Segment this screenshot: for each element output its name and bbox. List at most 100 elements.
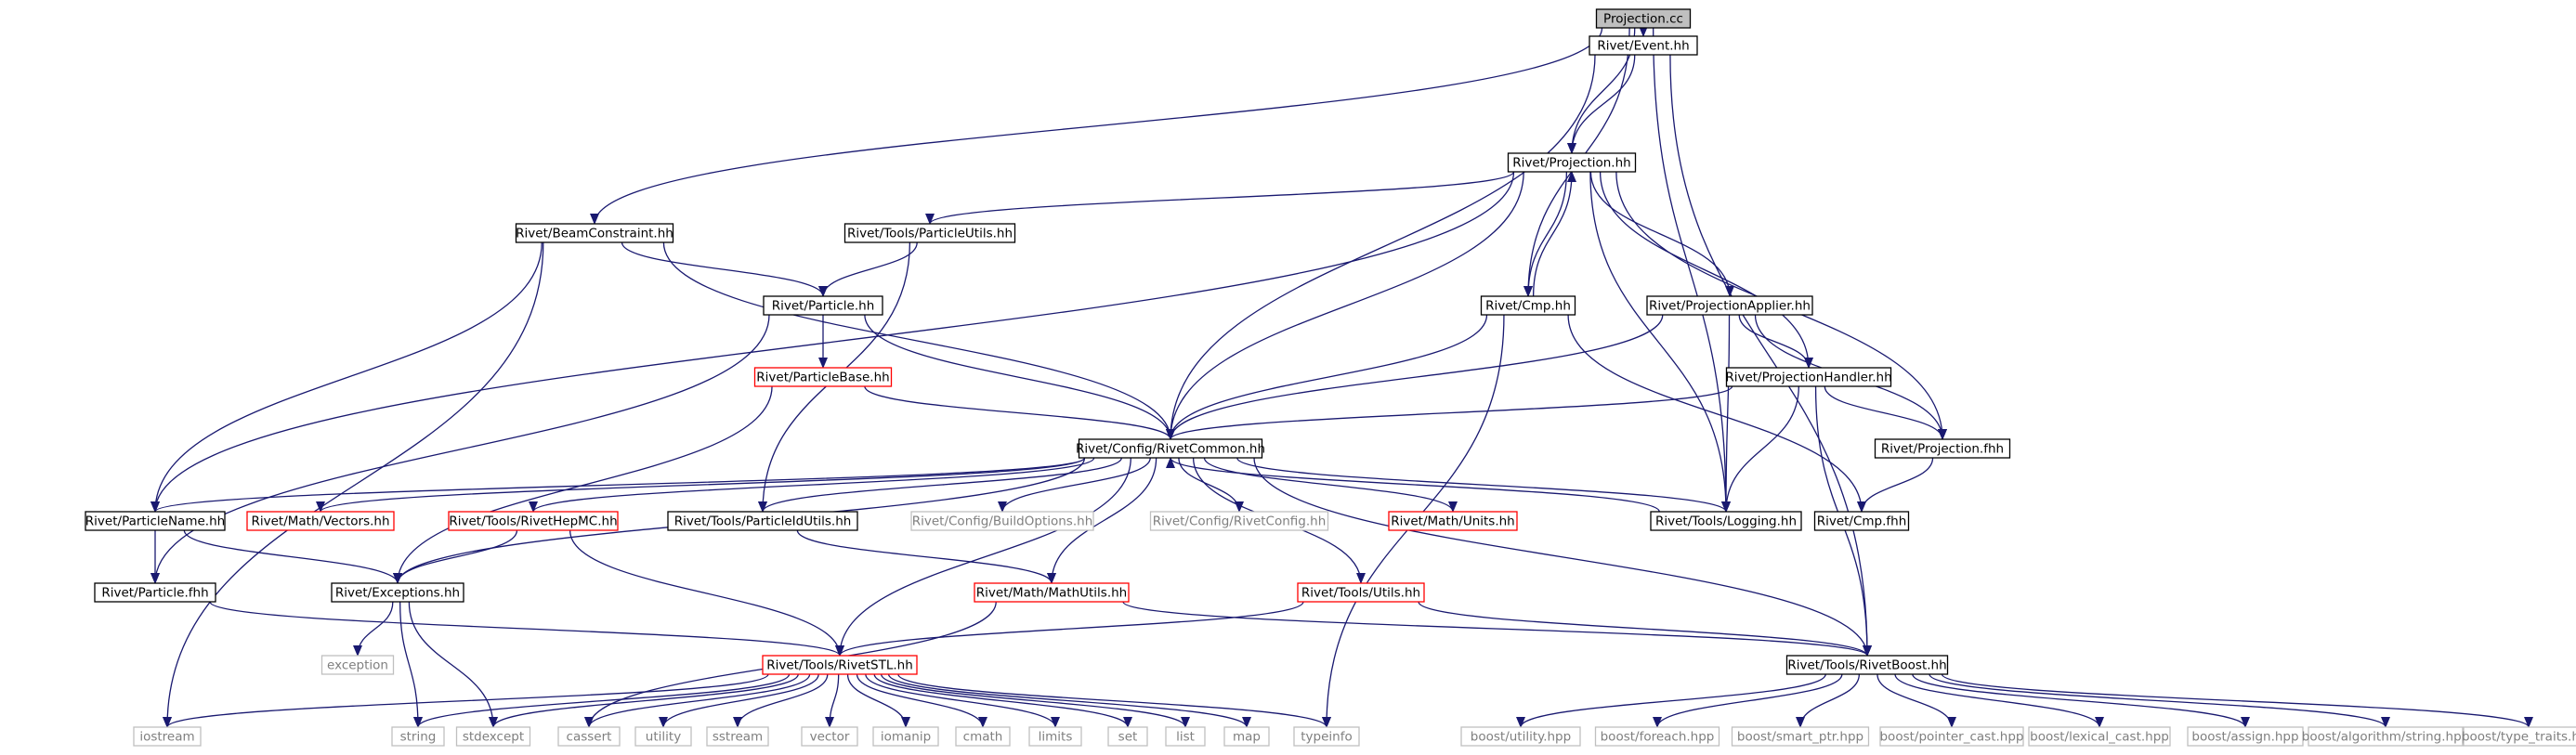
node-boost-utility: boost/utility.hpp <box>1460 726 1581 747</box>
node-label: map <box>1233 730 1261 745</box>
node-units-hh[interactable]: Rivet/Math/Units.hh <box>1388 511 1518 531</box>
node-box <box>762 655 918 675</box>
edge-rivethepmc_hh-to-exceptions_hh <box>393 529 518 584</box>
node-label: limits <box>1039 730 1073 745</box>
edge-cmp_hh-to-rivetcommon_hh <box>1166 314 1488 440</box>
node-label: boost/foreach.hpp <box>1601 730 1715 745</box>
node-particlebase-hh[interactable]: Rivet/ParticleBase.hh <box>753 367 893 387</box>
node-label: list <box>1176 730 1195 745</box>
node-box <box>753 367 893 387</box>
node-exception: exception <box>320 655 395 675</box>
node-box <box>1650 511 1802 531</box>
node-label: Rivet/Particle.hh <box>772 299 875 314</box>
edge-rivetcommon_hh-to-rivetboost_hh <box>1253 457 1872 657</box>
node-rivetstl-hh[interactable]: Rivet/Tools/RivetSTL.hh <box>762 655 918 675</box>
node-box <box>1731 726 1870 747</box>
edge-mathutils_hh-to-rivetboost_hh <box>1122 601 1872 657</box>
node-cmath: cmath <box>955 726 1011 747</box>
edge-rivetboost_hh-to-boost_lexical_cast <box>1894 673 2104 728</box>
node-label: Rivet/Cmp.hh <box>1485 299 1571 314</box>
node-box <box>448 511 619 531</box>
node-projection-hh[interactable]: Rivet/Projection.hh <box>1507 152 1637 173</box>
node-particlename-hh[interactable]: Rivet/ParticleName.hh <box>85 511 226 531</box>
edge-event_hh-to-rivetcommon_hh <box>1166 54 1596 440</box>
node-box <box>1874 438 2011 459</box>
node-map: map <box>1223 726 1270 747</box>
node-label: Rivet/Projection.hh <box>1512 156 1630 171</box>
edge-projectionapplier_hh-to-logging_hh <box>1721 314 1732 513</box>
node-box <box>955 726 1011 747</box>
edge-projectionhandler_hh-to-logging_hh <box>1721 385 1799 513</box>
node-projection-fhh[interactable]: Rivet/Projection.fhh <box>1874 438 2011 459</box>
node-label: iomanip <box>881 730 931 745</box>
edge-logging_hh-to-rivetcommon_hh <box>1166 457 1660 513</box>
node-label: iostream <box>139 730 194 745</box>
edge-beamconstraint_hh-to-particle_hh <box>621 241 828 297</box>
edge-rivetstl_hh-to-list <box>880 673 1190 728</box>
edge-projection_cc-to-logging_hh <box>1653 27 1731 513</box>
node-box <box>1480 295 1576 316</box>
edge-rivetstl_hh-to-iomanip <box>846 673 910 728</box>
node-box <box>1149 511 1329 531</box>
node-label: cmath <box>963 730 1003 745</box>
node-boost-pointer-cast: boost/pointer_cast.hpp <box>1879 726 2024 747</box>
node-box <box>1507 152 1637 173</box>
node-label: Rivet/Config/BuildOptions.hh <box>912 514 1093 529</box>
node-utils-hh[interactable]: Rivet/Tools/Utils.hh <box>1297 582 1425 603</box>
graph-nodes: Projection.ccRivet/Event.hhRivet/Project… <box>85 8 2576 747</box>
node-beamconstraint-hh[interactable]: Rivet/BeamConstraint.hh <box>515 223 674 243</box>
node-label: Rivet/Tools/ParticleIdUtils.hh <box>674 514 852 529</box>
edge-event_hh-to-rivetboost_hh <box>1669 54 1872 657</box>
edge-rivetboost_hh-to-boost_utility <box>1516 673 1826 728</box>
node-particleutils-hh[interactable]: Rivet/Tools/ParticleUtils.hh <box>843 223 1016 243</box>
node-particle-hh[interactable]: Rivet/Particle.hh <box>763 295 883 316</box>
edge-exceptions_hh-to-string <box>399 601 423 728</box>
node-label: Rivet/Tools/Utils.hh <box>1301 586 1420 601</box>
node-label: Rivet/Config/RivetConfig.hh <box>1153 514 1327 529</box>
node-utility: utility <box>634 726 692 747</box>
node-label: exception <box>327 658 388 673</box>
node-label: Rivet/Tools/RivetHepMC.hh <box>449 514 617 529</box>
node-box <box>246 511 395 531</box>
node-iomanip: iomanip <box>872 726 939 747</box>
edge-rivetstl_hh-to-limits <box>865 673 1060 728</box>
edge-rivetstl_hh-to-set <box>873 673 1132 728</box>
node-projectionhandler-hh[interactable]: Rivet/ProjectionHandler.hh <box>1725 367 1892 387</box>
edge-rivetstl_hh-to-cmath <box>856 673 987 728</box>
node-rivetcommon-hh[interactable]: Rivet/Config/RivetCommon.hh <box>1076 438 1265 459</box>
node-projectionapplier-hh[interactable]: Rivet/ProjectionApplier.hh <box>1646 295 1813 316</box>
edge-particlebase_hh-to-exceptions_hh <box>393 385 773 584</box>
node-rivethepmc-hh[interactable]: Rivet/Tools/RivetHepMC.hh <box>448 511 619 531</box>
node-rivetboost-hh[interactable]: Rivet/Tools/RivetBoost.hh <box>1785 655 1949 675</box>
node-label: sstream <box>713 730 763 745</box>
edge-cmp_hh-to-projection_hh <box>1532 171 1576 297</box>
node-label: Rivet/Tools/RivetBoost.hh <box>1787 658 1946 673</box>
edge-rivetstl_hh-to-stdexcept <box>489 673 799 728</box>
edge-rivetboost_hh-to-boost_pointer_cast <box>1876 673 1956 728</box>
node-cassert: cassert <box>557 726 621 747</box>
edge-particleutils_hh-to-particle_hh <box>818 241 918 297</box>
edge-projectionhandler_hh-to-projection_fhh <box>1824 385 1947 440</box>
node-particle-fhh[interactable]: Rivet/Particle.fhh <box>94 582 216 603</box>
node-label: Rivet/Event.hh <box>1597 39 1689 54</box>
edge-rivetcommon_hh-to-particleidutils_hh <box>758 457 1122 513</box>
node-logging-hh[interactable]: Rivet/Tools/Logging.hh <box>1650 511 1802 531</box>
edge-rivetstl_hh-to-utility <box>659 673 819 728</box>
edge-rivetcommon_hh-to-rivetstl_hh <box>835 457 1131 657</box>
node-event-hh[interactable]: Rivet/Event.hh <box>1589 35 1698 56</box>
node-label: cassert <box>567 730 612 745</box>
node-box <box>1078 438 1263 459</box>
node-particleidutils-hh[interactable]: Rivet/Tools/ParticleIdUtils.hh <box>667 511 858 531</box>
edge-rivetboost_hh-to-boost_algorithm_string <box>1929 673 2390 728</box>
node-projection-cc[interactable]: Projection.cc <box>1595 8 1692 29</box>
node-label: Rivet/ProjectionHandler.hh <box>1725 371 1891 385</box>
node-exceptions-hh[interactable]: Rivet/Exceptions.hh <box>331 582 464 603</box>
node-label: Rivet/BeamConstraint.hh <box>516 227 673 241</box>
node-mathutils-hh[interactable]: Rivet/Math/MathUtils.hh <box>974 582 1130 603</box>
node-vectors-hh[interactable]: Rivet/Math/Vectors.hh <box>246 511 395 531</box>
node-cmp-fhh[interactable]: Rivet/Cmp.fhh <box>1813 511 1910 531</box>
edge-particle_hh-to-rivetcommon_hh <box>864 314 1175 440</box>
node-cmp-hh[interactable]: Rivet/Cmp.hh <box>1480 295 1576 316</box>
node-label: stdexcept <box>463 730 524 745</box>
node-label: Rivet/Math/MathUtils.hh <box>976 586 1127 601</box>
